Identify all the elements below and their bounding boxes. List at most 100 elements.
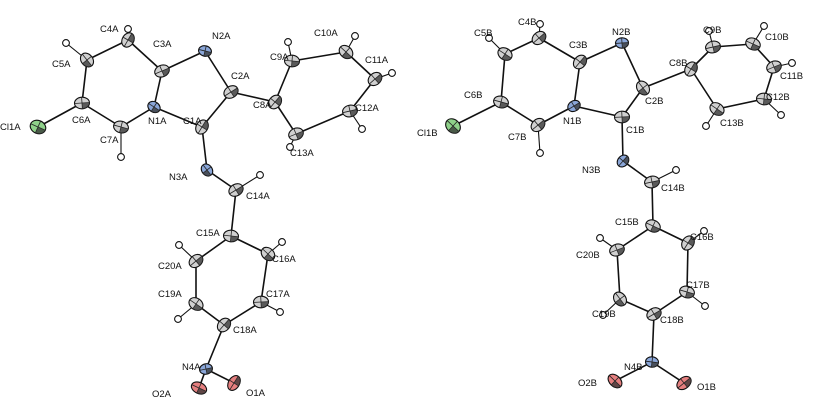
atom-label-N1A: N1A — [148, 116, 167, 127]
atom-C13A — [288, 127, 304, 141]
hydrogen-atom — [286, 143, 294, 151]
bond-C5A-C6A — [81, 59, 88, 104]
atom-C18B — [646, 307, 662, 321]
hydrogen-atom — [175, 241, 183, 249]
atom-label-N2A: N2A — [212, 31, 231, 42]
atom-label-C20B: C20B — [576, 250, 600, 261]
atom-C14A — [228, 183, 244, 197]
hydrogen-atom — [788, 59, 796, 67]
atom-C10B — [745, 37, 761, 51]
atom-C8A — [267, 94, 283, 110]
bond-C3B-N2B — [579, 42, 623, 63]
atom-label-C1B: C1B — [626, 125, 644, 136]
bond-C14A-C15A — [230, 189, 237, 237]
atom-label-Cl1A: Cl1A — [0, 122, 21, 133]
atom-label-O2A: O2A — [152, 389, 172, 400]
atom-Cl1A — [29, 119, 47, 135]
hydrogen-atom — [596, 234, 604, 242]
atom-label-C9A: C9A — [270, 52, 289, 63]
atom-C10A — [338, 44, 354, 60]
atom-label-C7A: C7A — [100, 135, 119, 146]
atom-label-C3B: C3B — [569, 40, 587, 51]
atom-C7A — [113, 120, 129, 134]
atom-label-C6A: C6A — [72, 115, 91, 126]
atom-label-C16A: C16A — [272, 254, 296, 265]
atom-C5A — [79, 52, 95, 68]
atom-label-C6B: C6B — [464, 90, 482, 101]
bond-C2B-C8B — [642, 68, 692, 89]
atom-label-C4B: C4B — [518, 17, 536, 28]
atom-label-C18A: C18A — [233, 325, 257, 336]
bond-C6A-Cl1A — [37, 102, 83, 128]
hydrogen-atom — [388, 69, 396, 77]
atom-label-C13B: C13B — [720, 118, 744, 129]
atom-C16B — [681, 235, 695, 251]
atom-label-C11A: C11A — [365, 55, 389, 66]
hydrogen-atom — [276, 308, 284, 316]
atom-C17A — [252, 295, 270, 309]
atom-C9B — [705, 40, 721, 54]
bond-C1B-N3B — [621, 116, 624, 162]
atom-label-C13A: C13A — [290, 148, 314, 159]
atom-label-N1B: N1B — [563, 116, 581, 127]
atom-C11B — [766, 60, 782, 74]
atom-label-C10B: C10B — [765, 32, 789, 43]
bond-C18A-N4A — [205, 324, 225, 370]
atom-C4A — [121, 32, 135, 48]
bond-C19B-C20B — [616, 249, 621, 300]
atom-C15A — [222, 229, 240, 243]
atom-label-C3A: C3A — [153, 39, 172, 50]
bond-N4B-O2B — [614, 361, 653, 382]
bond-C9A-C10A — [291, 51, 347, 62]
hydrogen-atom — [760, 22, 768, 30]
atom-label-Cl1B: Cl1B — [417, 128, 438, 139]
atom-label-C10A: C10A — [314, 28, 338, 39]
atom-label-O1A: O1A — [246, 388, 266, 399]
atom-C13B — [709, 102, 725, 116]
hydrogen-atom — [278, 238, 286, 246]
atom-C6A — [73, 96, 91, 110]
atom-Cl1B — [445, 118, 461, 134]
atom-label-C1A: C1A — [183, 116, 202, 127]
bond-C2A-C8A — [230, 91, 276, 103]
atom-O1B — [676, 375, 692, 391]
atom-label-C9B: C9B — [703, 25, 721, 36]
hydrogen-atom — [705, 27, 713, 35]
atom-label-C19A: C19A — [158, 289, 182, 300]
atom-label-C17B: C17B — [686, 280, 710, 291]
atom-label-C8A: C8A — [253, 100, 272, 111]
atom-label-C19B: C19B — [592, 309, 616, 320]
hydrogen-atom — [702, 122, 710, 130]
atom-label-C5A: C5A — [52, 59, 71, 70]
hydrogen-atom — [62, 39, 70, 47]
hydrogen-atom — [599, 311, 607, 319]
atom-label-C14A: C14A — [246, 191, 270, 202]
bond-N1B-C1B — [573, 105, 623, 118]
atom-C14B — [644, 175, 660, 189]
atom-C8B — [684, 61, 698, 77]
atom-N3B — [616, 154, 630, 168]
bond-C4A-C3A — [127, 39, 163, 72]
atom-N3A — [200, 163, 214, 177]
atom-C11A — [367, 71, 383, 87]
bond-C14B-C15B — [651, 181, 654, 227]
bond-N2A-C2A — [204, 50, 232, 93]
hydrogen-atom — [284, 38, 292, 46]
atom-label-C11B: C11B — [780, 71, 803, 82]
atom-C7B — [530, 117, 546, 133]
atom-C12A — [342, 104, 358, 118]
atom-C19A — [188, 297, 204, 311]
atom-C3B — [572, 54, 588, 70]
atom-label-N4A: N4A — [182, 362, 201, 373]
bond-C16A-C17A — [260, 253, 269, 303]
atom-layer — [29, 30, 782, 395]
hydrogen-atom — [117, 153, 125, 161]
bond-C13B-C8B — [690, 68, 718, 110]
atom-label-N3B: N3B — [582, 165, 600, 176]
atom-O2A — [190, 381, 208, 395]
hydrogen-atom — [700, 227, 708, 235]
atom-C16A — [260, 246, 276, 262]
